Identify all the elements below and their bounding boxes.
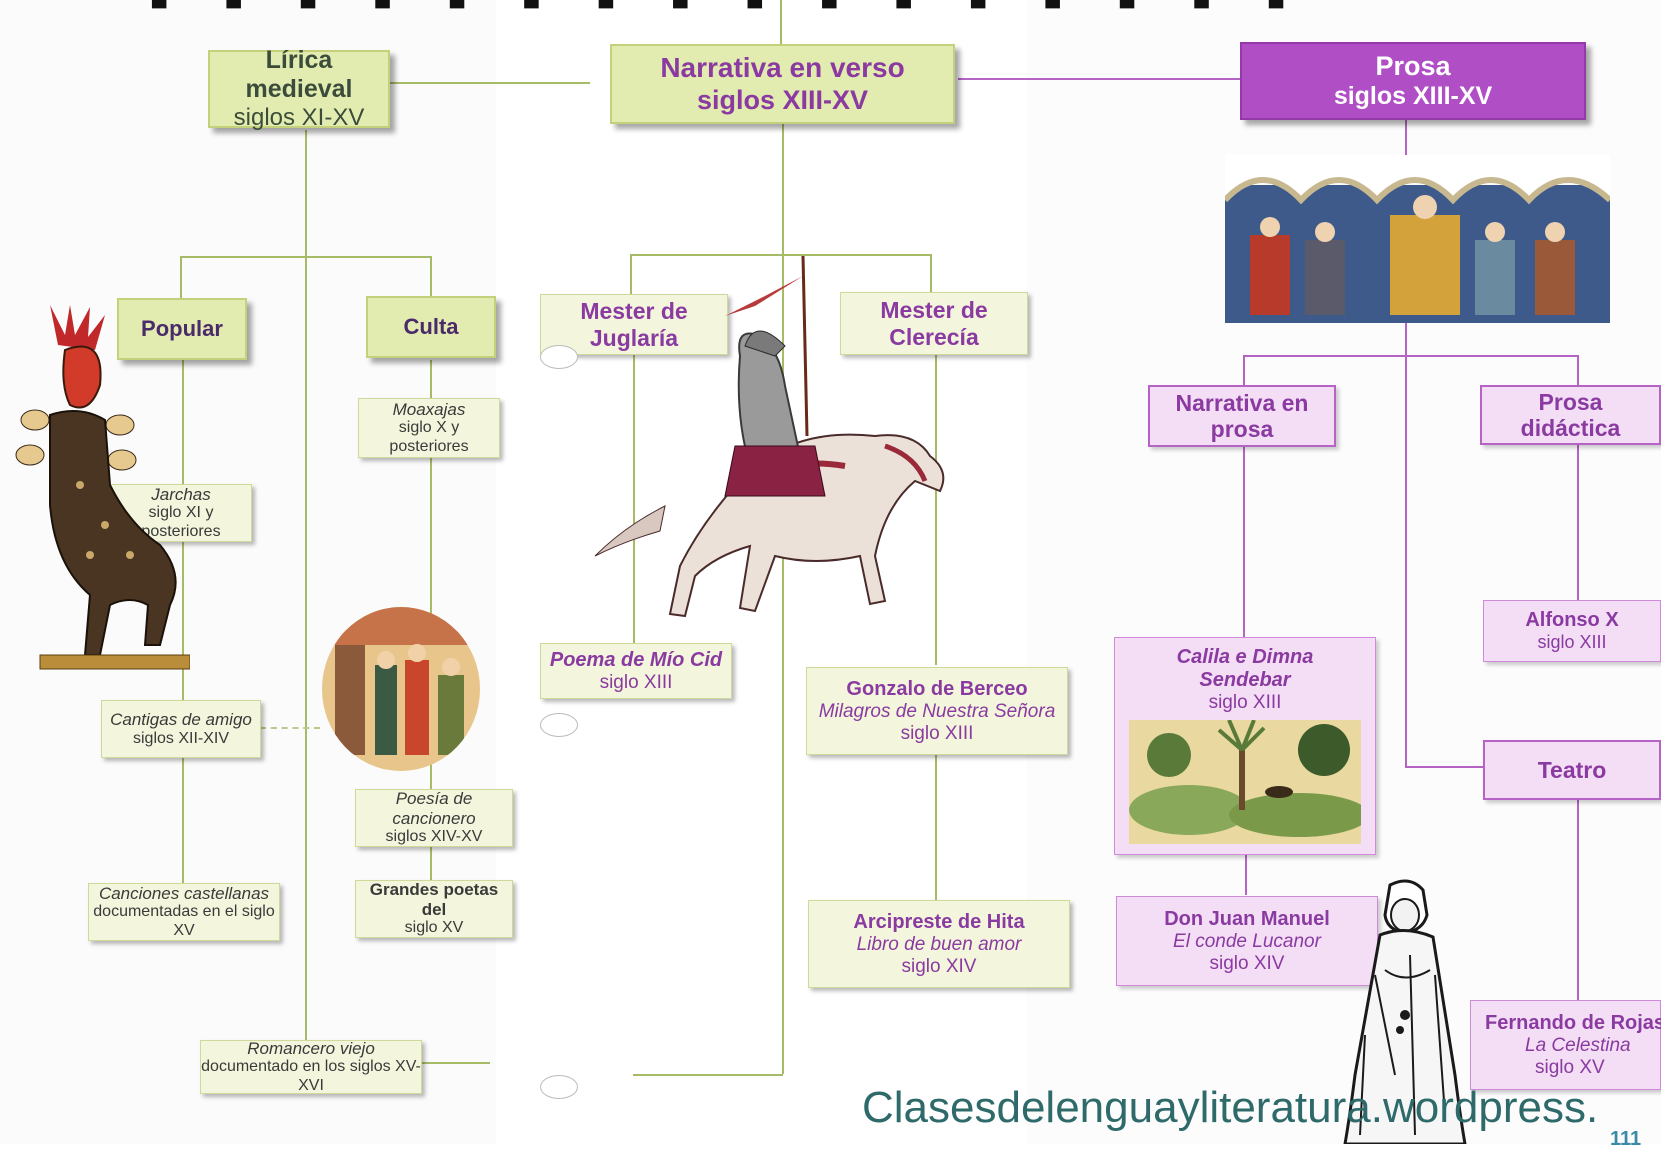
calila-title: Calila e Dimna bbox=[1176, 646, 1314, 668]
calila-box: Calila e Dimna Sendebar siglo XIII bbox=[1114, 637, 1376, 855]
garden-miniature bbox=[1129, 719, 1361, 844]
rojas-box: Fernando de Rojas La Celestina siglo XV bbox=[1470, 1000, 1661, 1090]
jarchas-date: siglo XI y posteriores bbox=[141, 504, 221, 540]
berceo-work: Milagros de Nuestra Señora bbox=[818, 700, 1056, 722]
grandes-title: Grandes poetas del bbox=[369, 880, 499, 919]
juan-manuel-box: Don Juan Manuel El conde Lucanor siglo X… bbox=[1116, 896, 1378, 986]
alfonso-box: Alfonso X siglo XIII bbox=[1483, 600, 1661, 662]
lirica-medieval-header: Lírica medieval siglos XI-XV bbox=[208, 46, 390, 131]
berceo-box: Gonzalo de Berceo Milagros de Nuestra Se… bbox=[806, 667, 1068, 755]
juan-manuel-date: siglo XIV bbox=[1209, 952, 1285, 974]
moaxajas-box: Moaxajas siglo X y posteriores bbox=[358, 398, 500, 458]
culta-box: Culta bbox=[366, 296, 496, 358]
cantigas-date: siglos XII-XIV bbox=[132, 729, 230, 747]
grandes-poetas-box: Grandes poetas del siglo XV bbox=[355, 880, 513, 938]
narrativa-prosa-box: Narrativa en prosa bbox=[1148, 385, 1336, 447]
prosa-title: Prosa bbox=[1375, 51, 1451, 82]
romancero-date: documentado en los siglos XV-XVI bbox=[201, 1058, 421, 1094]
grandes-date: siglo XV bbox=[404, 919, 464, 937]
celestina-engraving bbox=[1343, 879, 1467, 1144]
jarchas-box: Jarchas siglo XI y posteriores bbox=[110, 484, 252, 542]
poema-cid-box: Poema de Mío Cid siglo XIII bbox=[540, 643, 732, 699]
berceo-date: siglo XIII bbox=[900, 722, 974, 744]
lirica-title: Lírica medieval bbox=[245, 46, 353, 104]
binder-hole bbox=[540, 713, 578, 737]
canciones-title: Canciones castellanas bbox=[98, 883, 270, 903]
hita-work: Libro de buen amor bbox=[856, 933, 1022, 955]
teatro-box: Teatro bbox=[1483, 740, 1661, 800]
lirica-period: siglos XI-XV bbox=[233, 103, 365, 131]
prosa-didactica-label: Prosa didáctica bbox=[1520, 388, 1621, 441]
alfonso-author: Alfonso X bbox=[1525, 609, 1619, 632]
poema-cid-date: siglo XIII bbox=[599, 671, 673, 693]
narrativa-verso-header: Narrativa en verso siglos XIII-XV bbox=[610, 44, 955, 124]
knight-on-horse-illustration bbox=[594, 256, 945, 618]
narrativa-verso-title: Narrativa en verso bbox=[660, 52, 905, 84]
hita-box: Arcipreste de Hita Libro de buen amor si… bbox=[808, 900, 1070, 988]
romancero-title: Romancero viejo bbox=[247, 1038, 375, 1058]
narrativa-verso-period: siglos XIII-XV bbox=[696, 84, 869, 115]
popular-box: Popular bbox=[117, 298, 247, 360]
medieval-beast-illustration bbox=[15, 305, 190, 670]
moaxajas-title: Moaxajas bbox=[392, 399, 466, 419]
hita-author: Arcipreste de Hita bbox=[853, 910, 1025, 933]
calila-date: siglo XIII bbox=[1208, 692, 1282, 713]
rojas-date: siglo XV bbox=[1535, 1056, 1605, 1078]
alfonso-date: siglo XIII bbox=[1537, 632, 1607, 653]
juan-manuel-author: Don Juan Manuel bbox=[1164, 907, 1330, 930]
poema-cid-title: Poema de Mío Cid bbox=[549, 648, 723, 671]
mester-juglaria-box: Mester de Juglaría bbox=[540, 294, 728, 355]
rojas-author: Fernando de Rojas bbox=[1485, 1011, 1661, 1034]
calila-title2: Sendebar bbox=[1199, 669, 1291, 691]
prosa-header: Prosa siglos XIII-XV bbox=[1240, 42, 1586, 120]
juan-manuel-work: El conde Lucanor bbox=[1173, 930, 1321, 952]
rojas-work: La Celestina bbox=[1525, 1034, 1631, 1056]
mester-clerecia-box: Mester de Clerecía bbox=[840, 292, 1028, 355]
teatro-label: Teatro bbox=[1537, 756, 1607, 783]
prosa-didactica-box: Prosa didáctica bbox=[1480, 385, 1661, 445]
romancero-box: Romancero viejo documentado en los siglo… bbox=[200, 1038, 422, 1094]
hita-date: siglo XIV bbox=[901, 955, 977, 977]
jarchas-title: Jarchas bbox=[151, 484, 211, 504]
moaxajas-date: siglo X y posteriores bbox=[389, 419, 469, 455]
berceo-author: Gonzalo de Berceo bbox=[846, 677, 1028, 700]
culta-label: Culta bbox=[403, 314, 459, 340]
prosa-period: siglos XIII-XV bbox=[1333, 82, 1493, 111]
mester-juglaria-label: Mester de Juglaría bbox=[580, 298, 688, 351]
cancionero-date: siglos XIV-XV bbox=[385, 828, 483, 846]
binder-hole bbox=[540, 345, 578, 369]
cancionero-box: Poesía de cancionero siglos XIV-XV bbox=[355, 789, 513, 847]
alfonso-court-illustration bbox=[1225, 155, 1610, 323]
header-fragment: ■ ■ ■ ■ ■ ■ ■ ■ ■ ■ ■ ■ ■ ■ ■ ■ bbox=[150, 0, 1309, 17]
cancionero-title: Poesía de cancionero bbox=[392, 789, 476, 828]
court-scene-medallion bbox=[322, 607, 480, 771]
watermark-text: Clasesdelenguayliteratura.wordpress. bbox=[862, 1083, 1599, 1132]
canciones-castellanas-box: Canciones castellanas documentadas en el… bbox=[88, 883, 280, 941]
binder-hole bbox=[540, 1075, 578, 1099]
cantigas-title: Cantigas de amigo bbox=[110, 710, 252, 730]
cantigas-box: Cantigas de amigo siglos XII-XIV bbox=[101, 700, 261, 758]
popular-label: Popular bbox=[141, 316, 223, 342]
narrativa-prosa-label: Narrativa en prosa bbox=[1175, 389, 1309, 442]
canciones-date: documentadas en el siglo XV bbox=[93, 903, 275, 939]
mester-clerecia-label: Mester de Clerecía bbox=[880, 297, 988, 350]
page-number: 111 bbox=[1610, 1128, 1642, 1150]
